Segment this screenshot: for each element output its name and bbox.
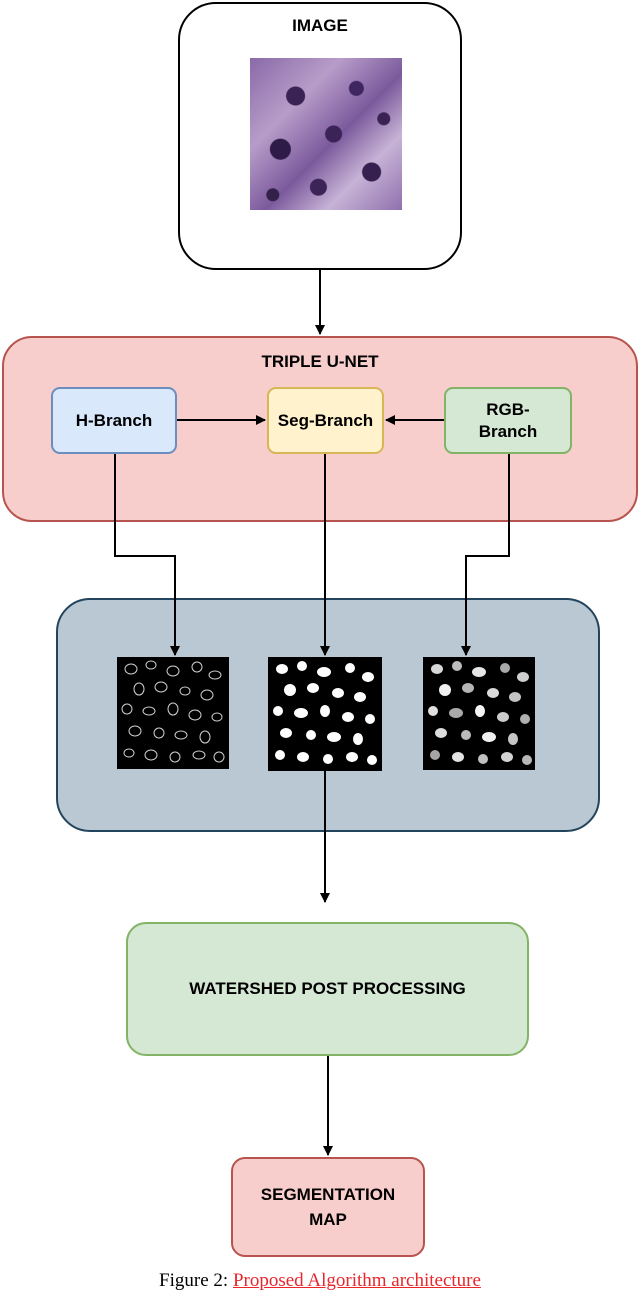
image-node-label: IMAGE bbox=[292, 16, 348, 35]
rgb-branch-node: RGB- Branch bbox=[444, 387, 572, 454]
segmentation-map-node: SEGMENTATION MAP bbox=[231, 1157, 425, 1257]
segmentation-output-map bbox=[268, 657, 382, 771]
contour-output-map bbox=[117, 657, 229, 769]
triple-unet-title: TRIPLE U-NET bbox=[261, 352, 379, 371]
seg-branch-node: Seg-Branch bbox=[267, 387, 384, 454]
histology-image bbox=[250, 58, 402, 210]
arrow-h-to-contour bbox=[114, 454, 180, 656]
caption-title: Proposed Algorithm architecture bbox=[232, 1270, 481, 1291]
figure-caption: Figure 2: Proposed Algorithm architectur… bbox=[0, 1270, 640, 1292]
watershed-node: WATERSHED POST PROCESSING bbox=[126, 922, 529, 1056]
caption-prefix: Figure 2: bbox=[159, 1270, 233, 1291]
rgb-output-map bbox=[423, 657, 535, 770]
arrow-rgb-to-rgbmap bbox=[461, 454, 510, 656]
h-branch-node: H-Branch bbox=[51, 387, 177, 454]
